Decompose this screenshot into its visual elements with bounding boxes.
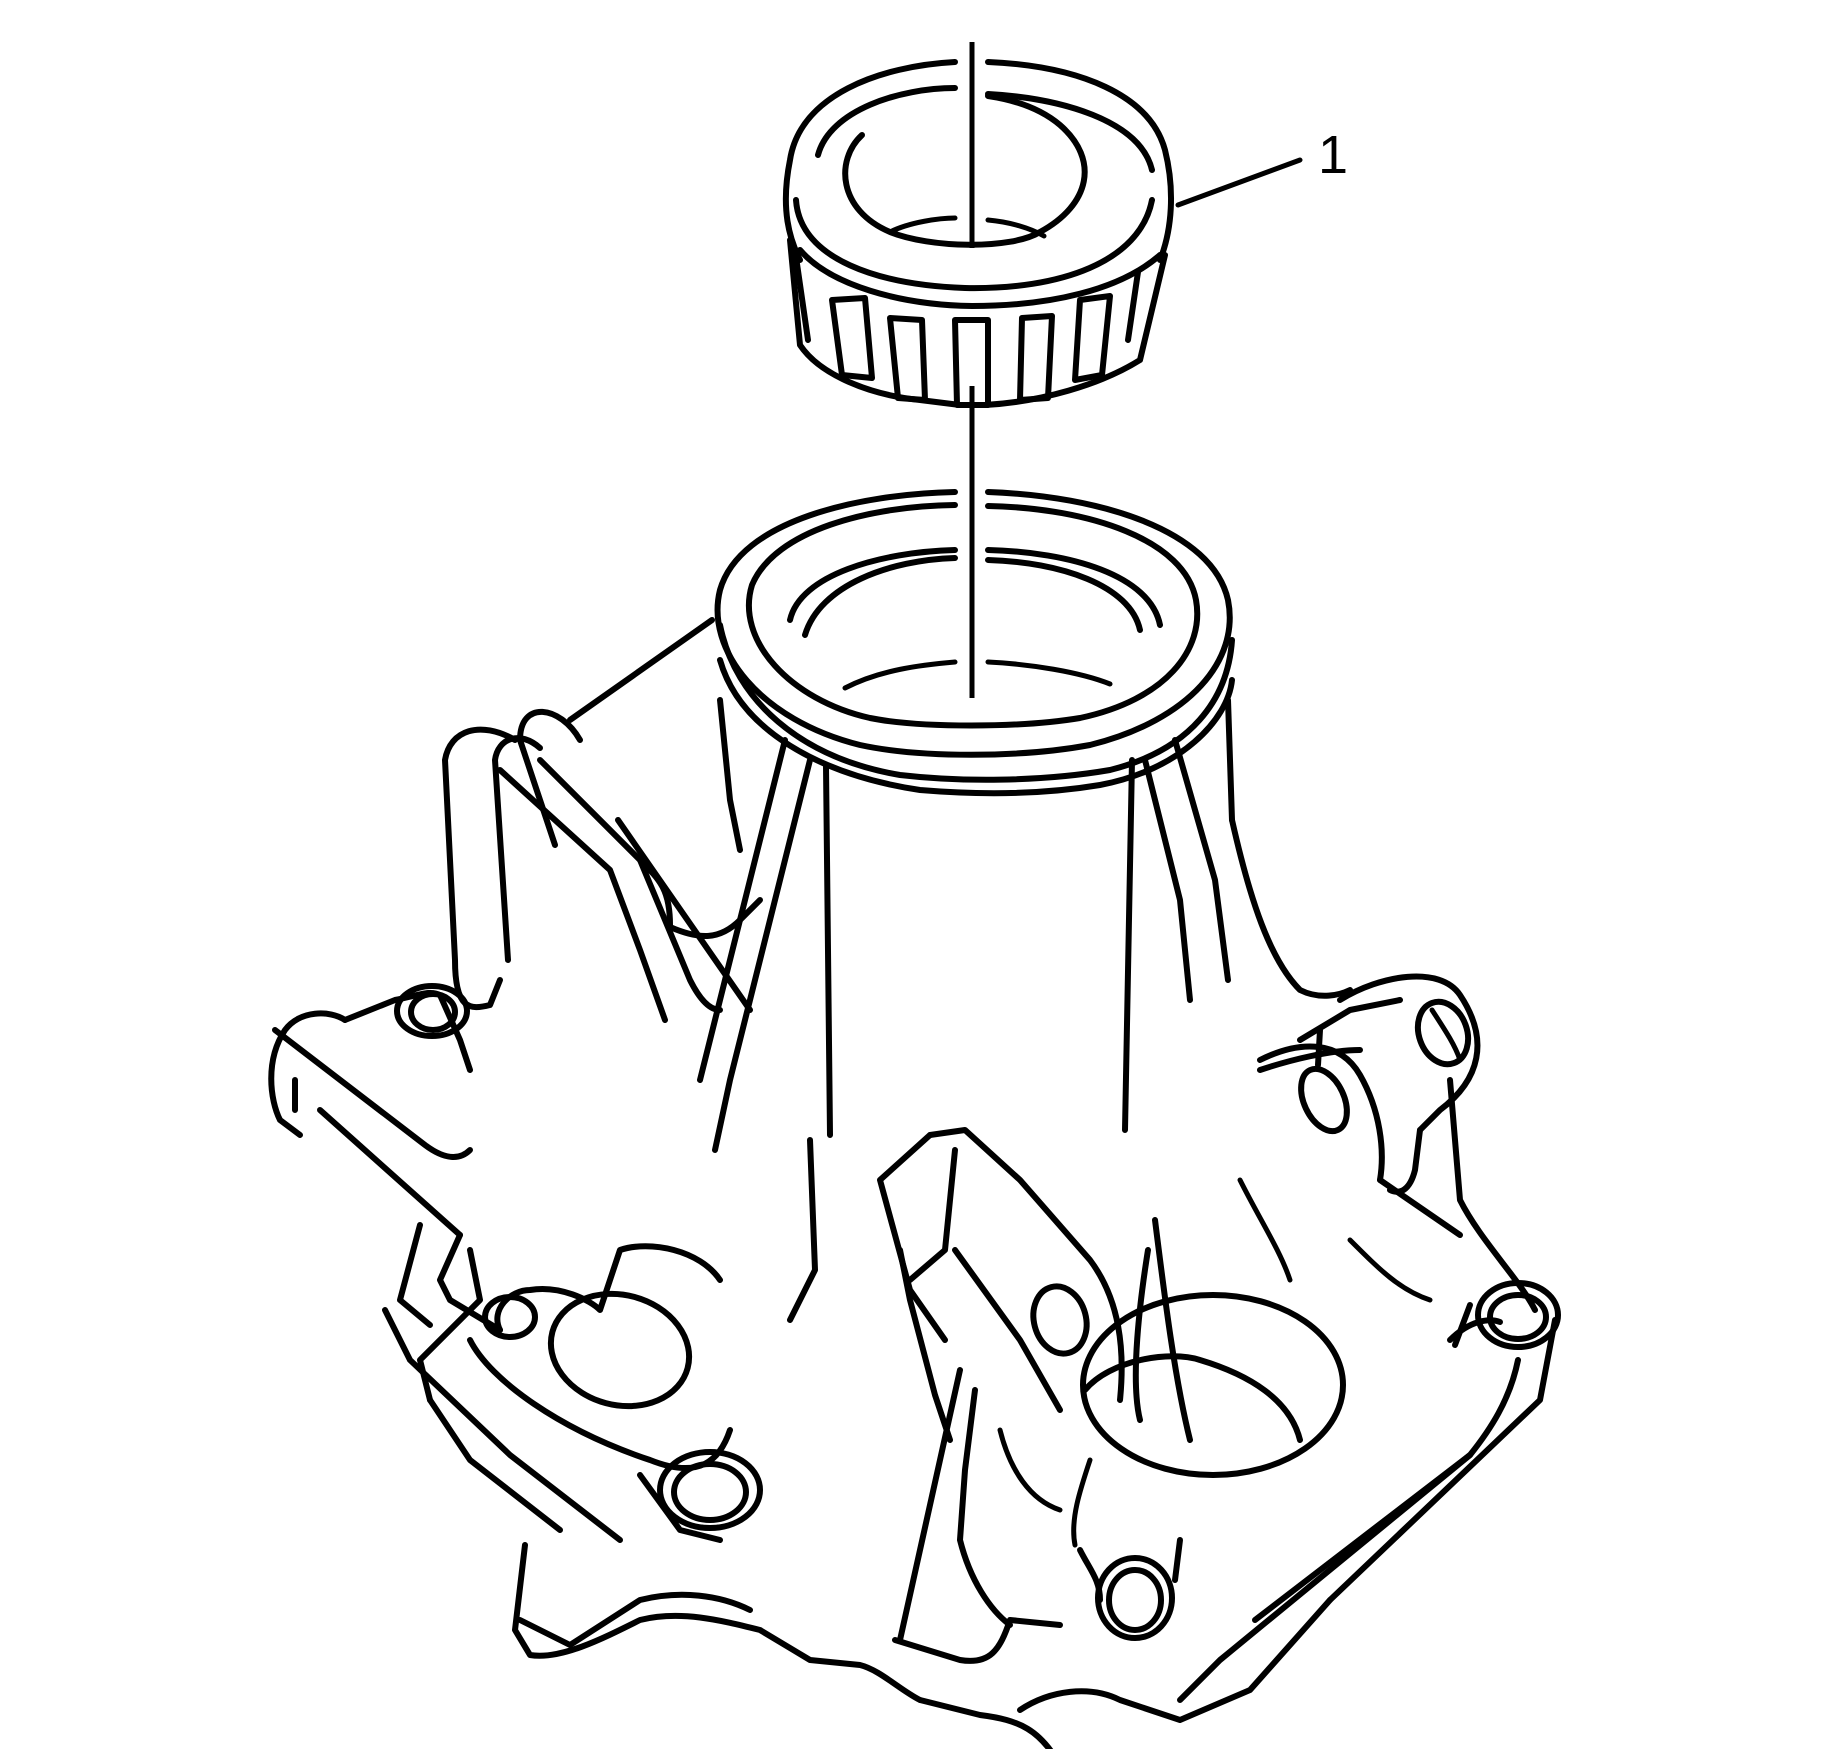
callout-1-label: 1 [1318, 125, 1349, 185]
housing-part [268, 489, 1561, 1749]
bearing-part [782, 59, 1303, 408]
